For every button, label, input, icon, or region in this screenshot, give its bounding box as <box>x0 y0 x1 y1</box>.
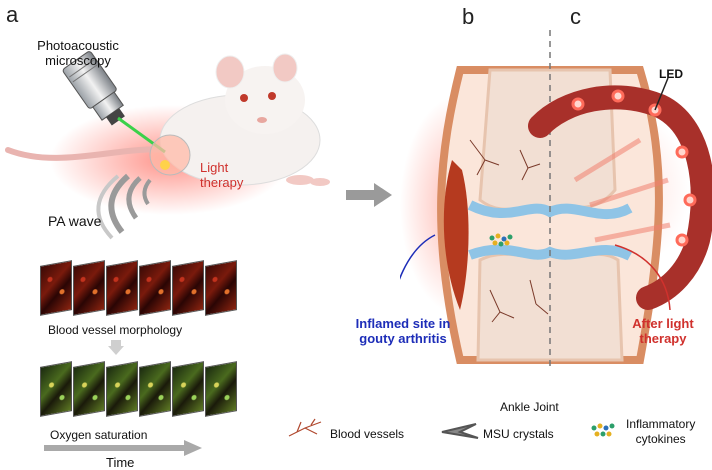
pa-wave-icon <box>96 173 152 240</box>
led-light-icons <box>571 89 697 247</box>
right-arrow-icon <box>346 183 392 207</box>
morphology-tile <box>172 260 204 316</box>
morphology-tile <box>205 260 237 316</box>
morphology-tile <box>106 260 138 316</box>
inflamed-pointer <box>400 234 436 280</box>
led-pointer <box>654 77 669 111</box>
light-therapy-line1: Light <box>200 160 229 175</box>
ankle-joint-illustration <box>400 30 712 370</box>
photoacoustic-label: Photoacoustic microscopy <box>30 38 126 68</box>
light-therapy-label: Light therapy <box>200 160 243 190</box>
legend-cytokines: Inflammatory cytokines <box>626 417 695 447</box>
photoacoustic-label-line2: microscopy <box>45 53 111 68</box>
time-arrow-icon <box>44 440 202 456</box>
after-therapy-label: After light therapy <box>623 316 703 346</box>
msu-crystal-legend-icon <box>441 423 479 439</box>
legend-blood-vessels: Blood vessels <box>330 427 405 441</box>
inflamed-line2: gouty arthritis <box>359 331 447 346</box>
microscope-objective-icon <box>62 51 125 126</box>
oxygen-label: Oxygen saturation <box>50 428 148 442</box>
blood-vessel-legend-icon <box>288 418 322 437</box>
legend-cytokines-line2: cytokines <box>635 432 686 446</box>
panel-letter-c: c <box>570 4 581 29</box>
panel-letter-a: a <box>6 2 19 27</box>
mouse-illustration <box>159 53 330 186</box>
blood-vessels <box>469 139 549 323</box>
photoacoustic-label-line1: Photoacoustic <box>37 38 119 53</box>
after-therapy-pointer <box>614 244 671 311</box>
morphology-tile <box>73 260 105 316</box>
morphology-tile <box>139 260 171 316</box>
after-line2: therapy <box>639 331 687 346</box>
oxygen-tile <box>172 361 204 417</box>
foot-sphere <box>149 134 191 176</box>
legend-msu-crystals: MSU crystals <box>483 427 554 441</box>
panel-letter-b: b <box>462 4 475 29</box>
legend-cytokines-line1: Inflammatory <box>626 417 696 431</box>
down-arrow-icon <box>108 340 124 355</box>
after-line1: After light <box>632 316 694 331</box>
morphology-tile <box>40 260 72 316</box>
light-therapy-line2: therapy <box>200 175 244 190</box>
ankle-joint-label: Ankle Joint <box>500 400 559 414</box>
time-label: Time <box>106 455 135 470</box>
morphology-label: Blood vessel morphology <box>48 323 183 337</box>
oxygen-tile <box>40 361 72 417</box>
light-rays <box>573 137 671 243</box>
inflamed-site-label: Inflamed site in gouty arthritis <box>348 316 458 346</box>
led-ring <box>528 85 712 310</box>
pa-wave-label: PA wave <box>48 213 102 229</box>
inflamed-line1: Inflamed site in <box>355 316 451 331</box>
cytokine-cluster <box>489 233 513 247</box>
oxygen-tile <box>106 361 138 417</box>
cytokine-legend-icon <box>591 423 615 437</box>
oxygen-tile <box>139 361 171 417</box>
inflamed-tissue <box>443 160 469 310</box>
oxygen-tile <box>205 361 237 417</box>
oxygen-tile <box>73 361 105 417</box>
led-label: LED <box>659 67 683 81</box>
panel-a-illustration <box>5 51 330 240</box>
